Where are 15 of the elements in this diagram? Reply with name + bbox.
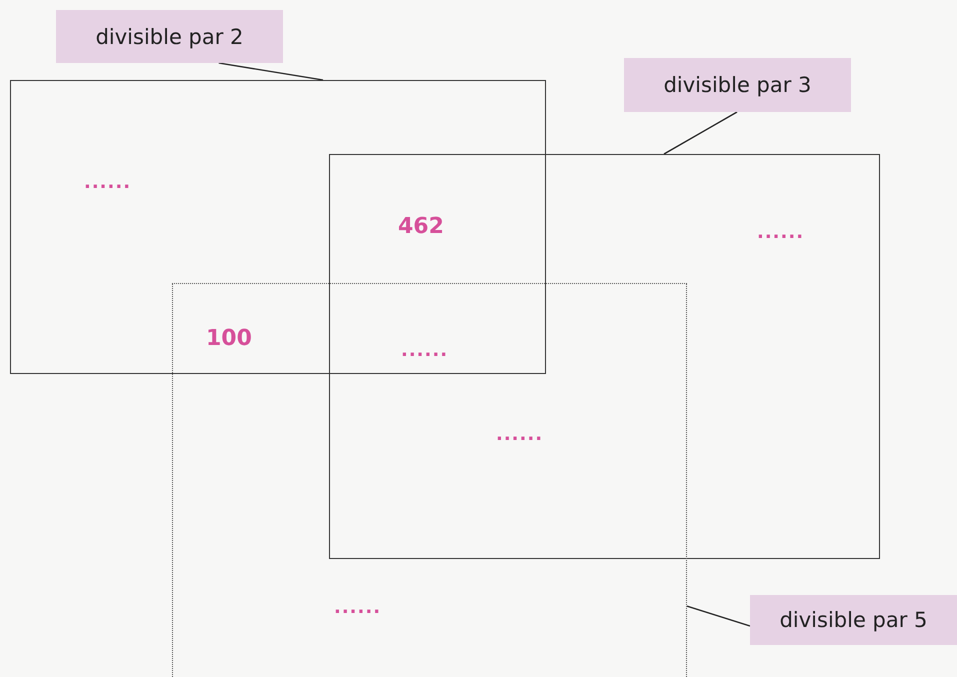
leader-line [218, 62, 324, 81]
callout-label: divisible par 2 [56, 10, 283, 63]
answer-blank: ...... [496, 424, 544, 445]
answer-blank: ...... [757, 222, 804, 243]
set-rectangle [329, 154, 880, 559]
callout-label: divisible par 5 [750, 595, 957, 645]
number-label: 100 [206, 326, 252, 351]
callout-label: divisible par 3 [624, 58, 851, 112]
leader-line [664, 111, 738, 155]
answer-blank: ...... [334, 597, 382, 618]
answer-blank: ...... [401, 340, 448, 361]
leader-line [686, 605, 750, 627]
number-label: 462 [398, 214, 444, 239]
set-rectangle [10, 80, 546, 374]
answer-blank: ...... [84, 172, 132, 193]
